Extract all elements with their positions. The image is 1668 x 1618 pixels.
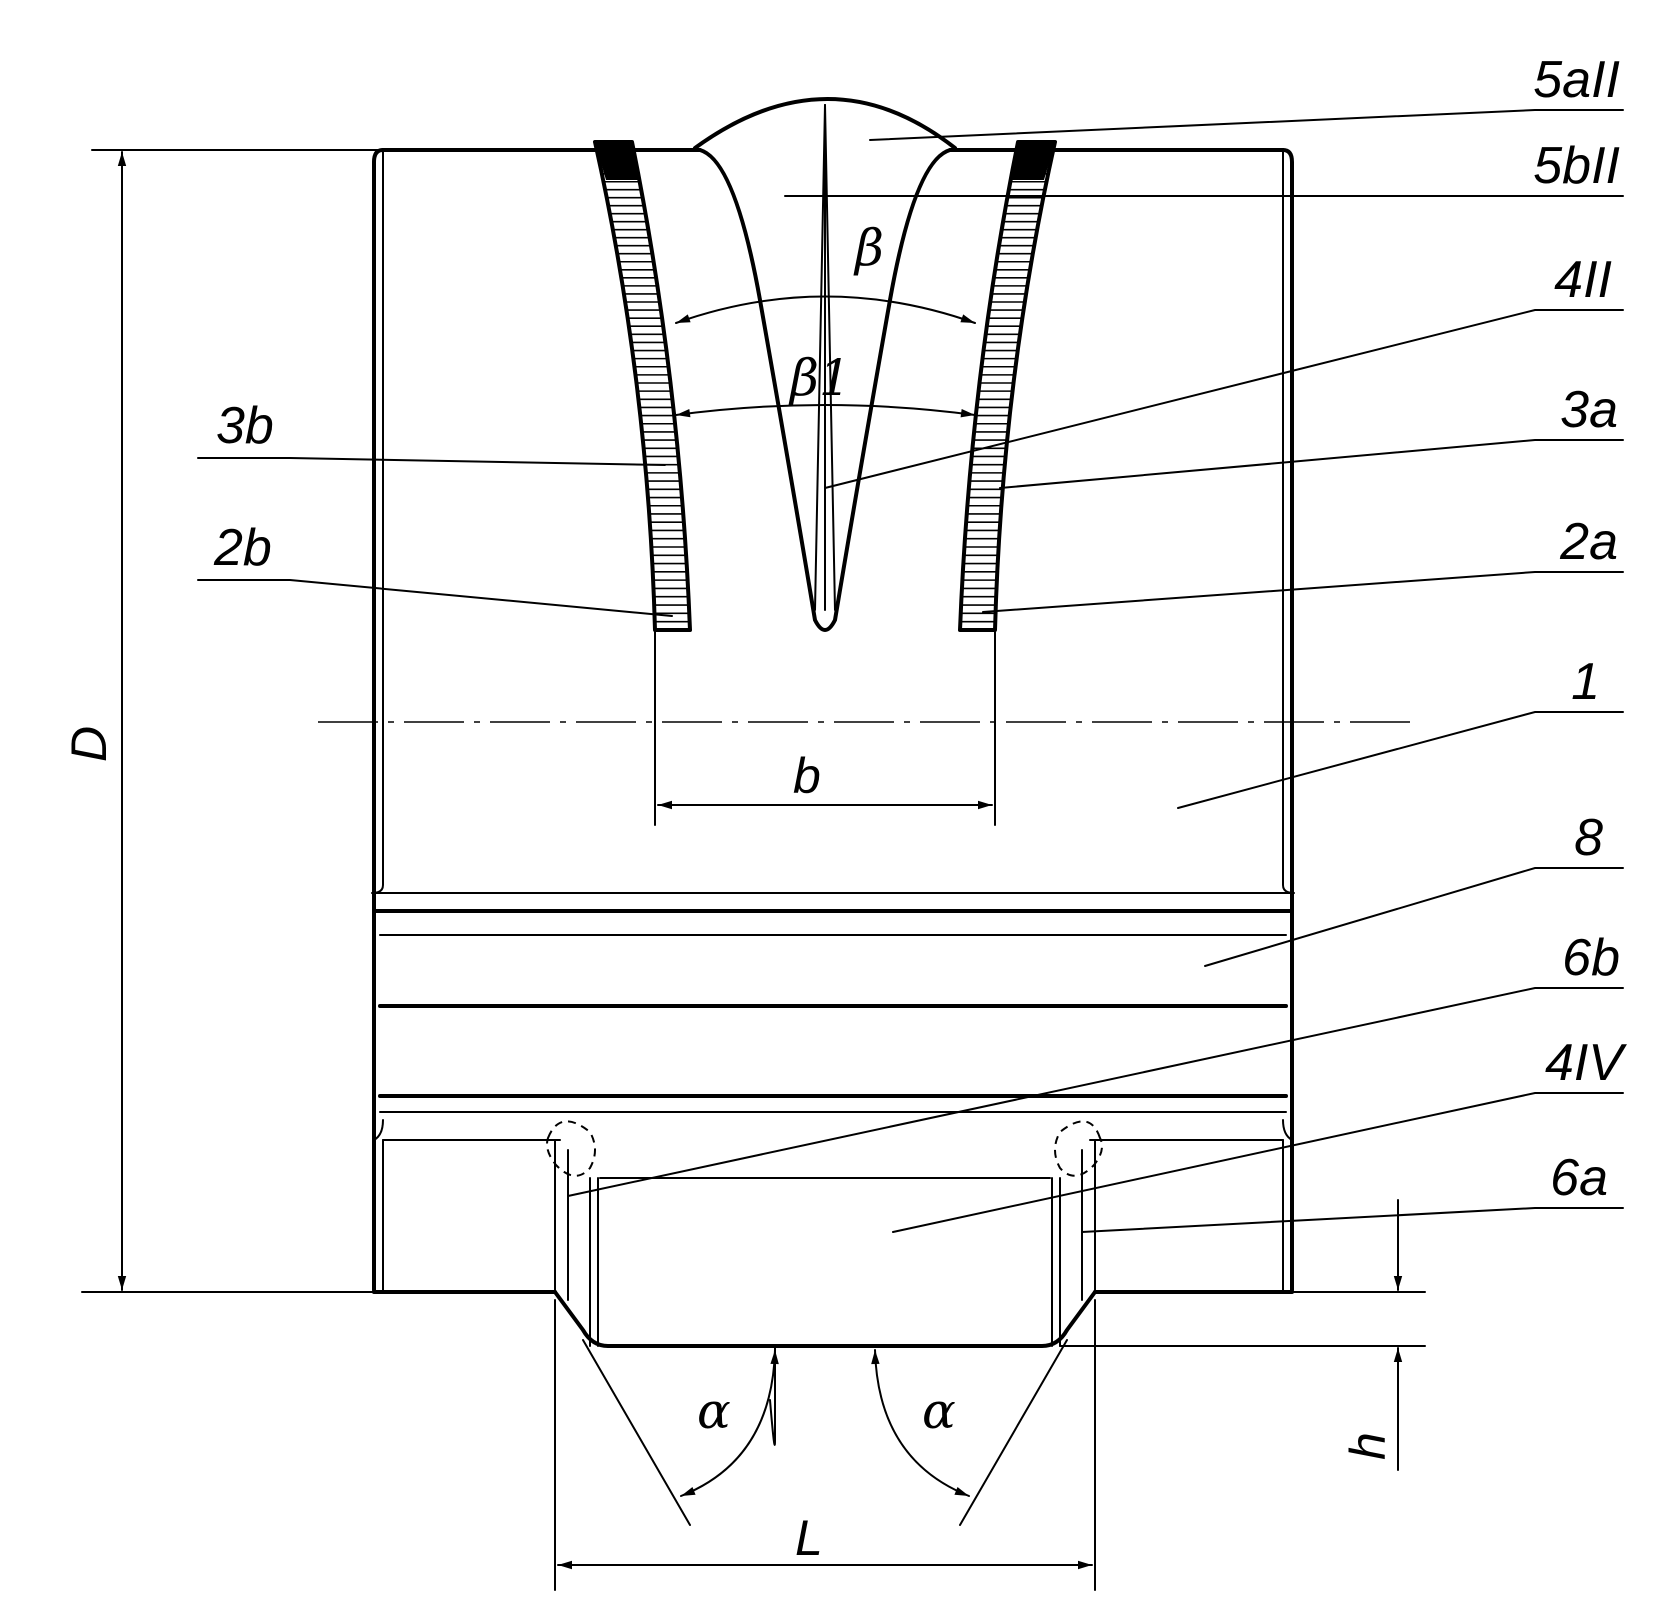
label-6b: 6b: [1562, 929, 1620, 987]
dim-text-b: b: [793, 748, 821, 804]
hatched-strip-3b: [593, 140, 692, 632]
leader-lines: [197, 109, 1624, 1233]
label-8: 8: [1574, 809, 1603, 867]
dim-text-alpha-right: α: [922, 1382, 956, 1440]
label-6a: 6a: [1550, 1149, 1608, 1207]
dim-text-L: L: [795, 1510, 823, 1566]
hatch-lines-left: [596, 149, 690, 623]
label-4IV: 4IV: [1545, 1034, 1627, 1092]
dim-text-alpha-left: α: [697, 1382, 731, 1440]
body-outline: [371, 148, 1295, 1294]
angle-alpha-dimensions: [582, 1339, 1068, 1526]
label-3a: 3a: [1560, 381, 1618, 439]
label-4II: 4II: [1554, 251, 1612, 309]
label-2b: 2b: [213, 519, 272, 577]
label-5bII: 5bII: [1533, 137, 1620, 195]
central-notch: [693, 97, 957, 632]
dim-text-D: D: [61, 726, 117, 762]
hatched-strip-3a: [958, 140, 1057, 632]
dimension-b: [654, 631, 996, 826]
dim-text-beta: β: [853, 219, 884, 277]
bottom-protrusion: [546, 1120, 1103, 1348]
dim-text-beta1: β1: [788, 349, 851, 407]
label-5aII: 5aII: [1533, 51, 1620, 109]
label-3b: 3b: [216, 397, 274, 455]
dimension-D: [81, 149, 384, 1293]
hatch-lines-right: [960, 149, 1054, 623]
angle-beta-dimension: [675, 295, 976, 418]
label-1: 1: [1571, 653, 1600, 711]
dimension-L: [554, 1299, 1096, 1591]
dimension-h: [1059, 1199, 1426, 1471]
dim-text-h: h: [1340, 1432, 1396, 1460]
label-2a: 2a: [1559, 513, 1618, 571]
